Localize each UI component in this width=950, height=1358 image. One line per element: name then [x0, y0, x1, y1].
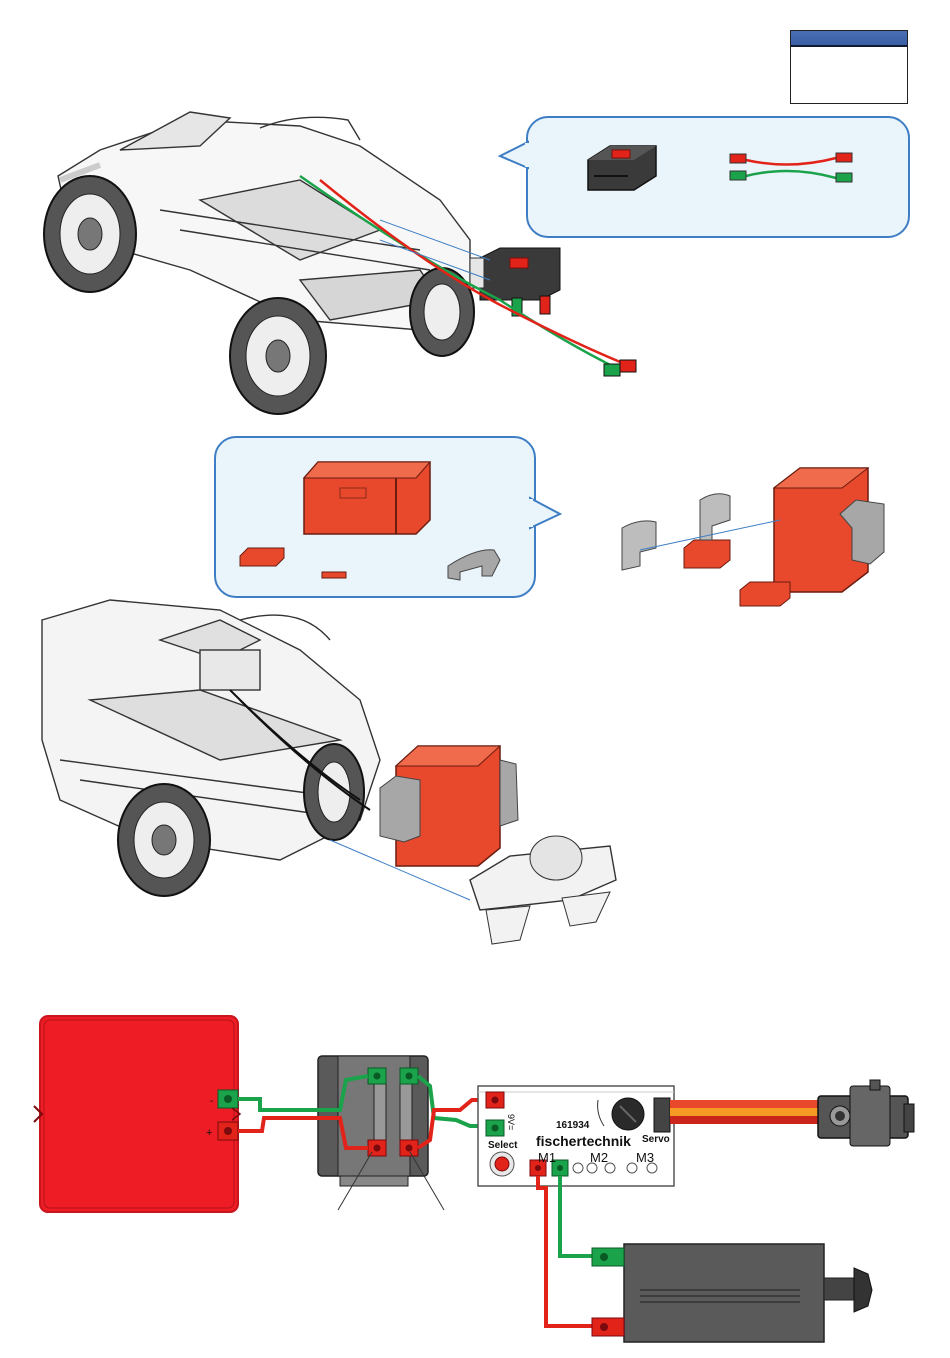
wheel: [230, 298, 326, 414]
servo-cable: [670, 1116, 820, 1124]
output-m1-label: M1: [538, 1150, 556, 1165]
servo-cable: [670, 1108, 820, 1116]
battery-plus-label: +: [206, 1127, 212, 1139]
wheel: [304, 744, 364, 840]
voltage-label: 9V=: [506, 1114, 516, 1130]
motor-icon: [592, 1244, 872, 1342]
small-parts: [240, 548, 500, 580]
cable-icon: [730, 153, 852, 182]
wire-green: [560, 1176, 592, 1256]
switch-diagram: [318, 1056, 428, 1186]
wheel: [44, 176, 136, 292]
servo-connector: [654, 1098, 670, 1132]
battery-assembly-detail: [622, 468, 884, 606]
switch-icon: [588, 146, 656, 190]
output-port: [573, 1163, 583, 1173]
battery-minus-label: -: [210, 1096, 213, 1107]
wire-red: [538, 1176, 592, 1326]
switch-mounted: [470, 248, 560, 316]
part-number: 161934: [556, 1120, 590, 1131]
select-label: Select: [488, 1140, 518, 1151]
plug: [620, 360, 636, 372]
battery-mounted: [380, 746, 518, 866]
select-button-icon: [490, 1152, 514, 1176]
servo-cable: [670, 1100, 820, 1108]
callout-pointer: [500, 142, 528, 168]
battery-pack: [34, 1016, 240, 1212]
servo-label: Servo: [642, 1134, 670, 1145]
servo-icon: [818, 1080, 914, 1146]
battery-box-icon: [304, 462, 430, 534]
callout-pointer: [530, 498, 560, 528]
brand-label: fischertechnik: [536, 1133, 631, 1149]
output-m2-label: M2: [590, 1150, 608, 1165]
wheel: [118, 784, 210, 896]
plug: [604, 364, 620, 376]
output-m3-label: M3: [636, 1150, 654, 1165]
